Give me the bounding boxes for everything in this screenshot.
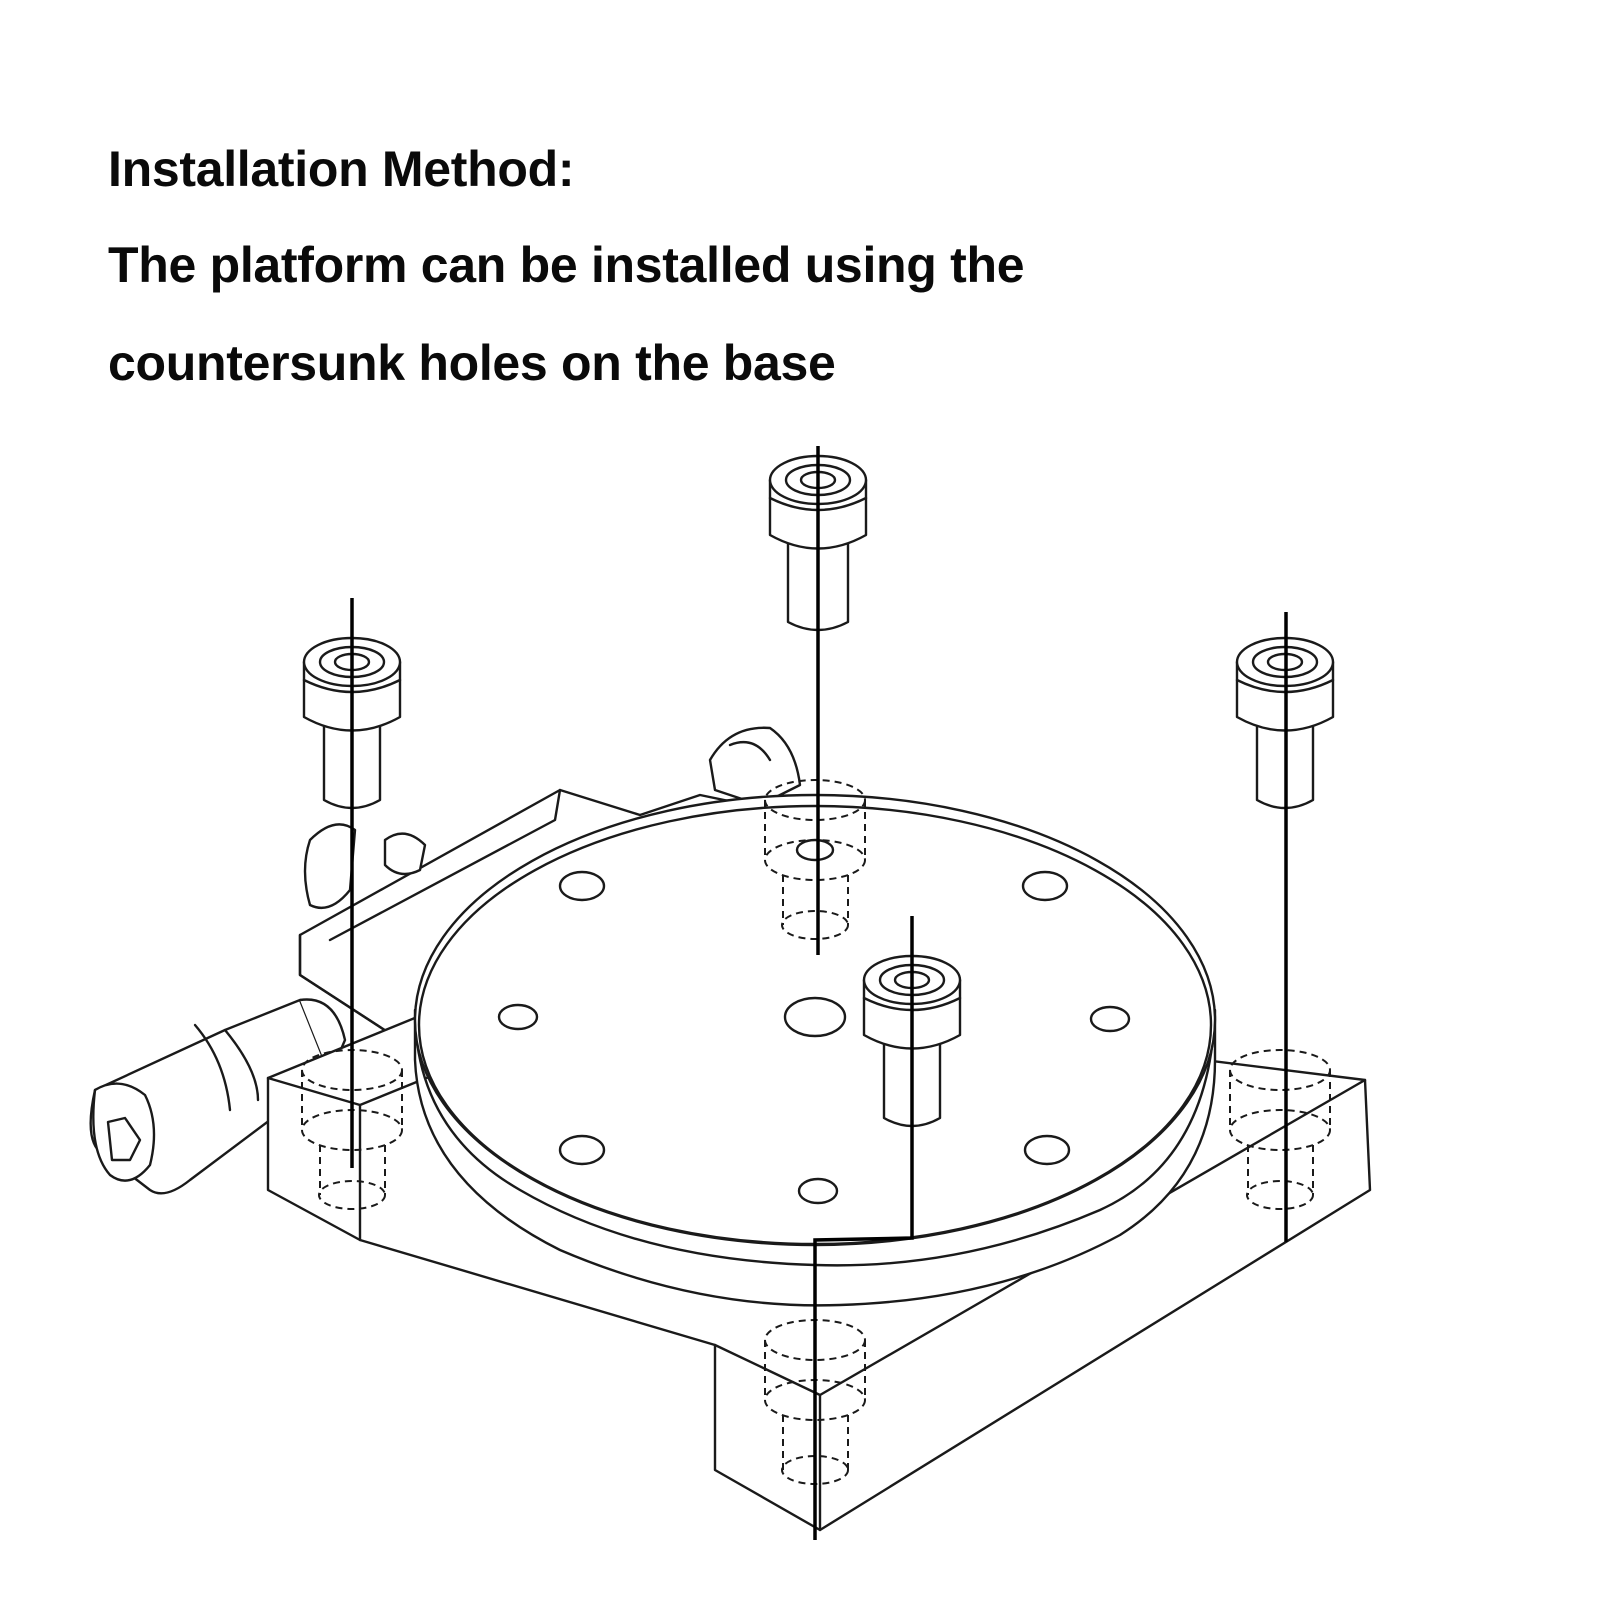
table-hole [497, 1003, 539, 1031]
table-hole [1021, 870, 1069, 902]
description-line-1: The platform can be installed using the [108, 237, 1025, 293]
table-hole [558, 870, 606, 902]
installation-axis-lines [350, 446, 1288, 1540]
countersunk-hole-back [764, 779, 866, 940]
center-hole [783, 996, 847, 1038]
rotary-table [413, 793, 1217, 1307]
table-hole [558, 1134, 606, 1166]
title: Installation Method: [108, 141, 575, 197]
description-line-2: countersunk holes on the base [108, 335, 836, 391]
axis-line-front [813, 916, 914, 1540]
micrometer-drive [89, 998, 347, 1195]
table-hole [1023, 1134, 1071, 1166]
table-hole [797, 1177, 839, 1205]
countersunk-hole-right [1229, 1049, 1331, 1210]
table-hole [1089, 1005, 1131, 1033]
